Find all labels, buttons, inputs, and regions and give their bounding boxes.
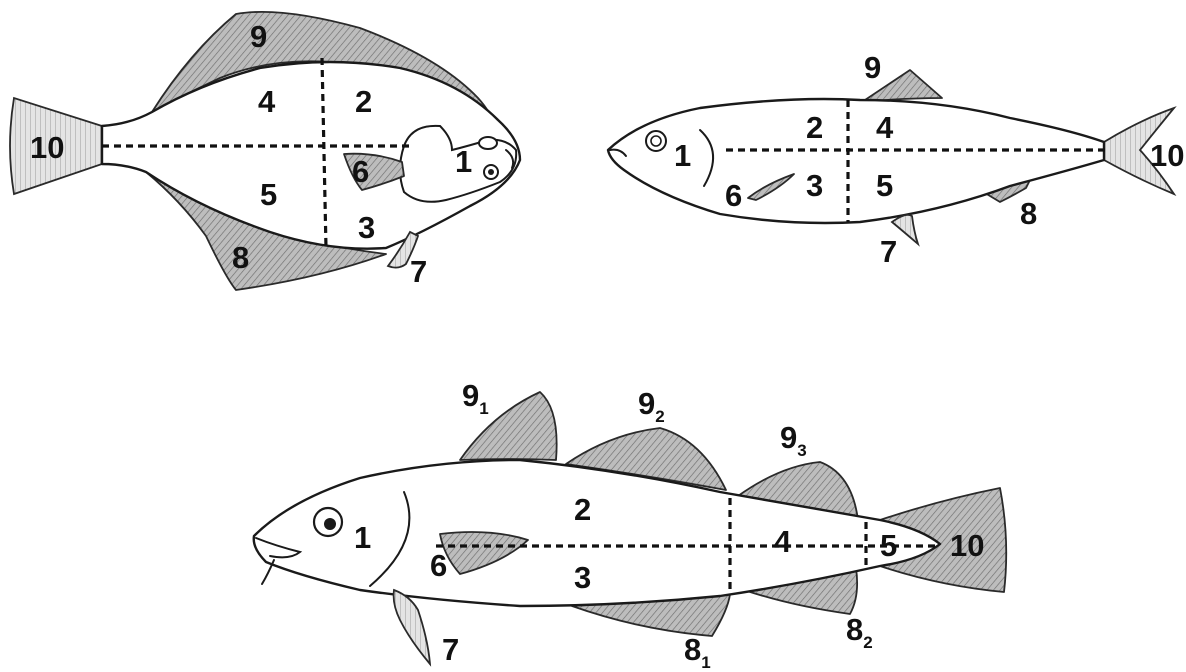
- cod-pupil: [324, 518, 336, 530]
- flatfish-label-dorsal-fin: 9: [250, 19, 267, 54]
- flatfish-label-head: 1: [455, 144, 472, 179]
- cod-label-pectoral-fin: 6: [430, 548, 447, 583]
- cod-label-dorsal-fin-1: 91: [462, 378, 489, 418]
- cod-label-anal-fin-1: 81: [684, 632, 711, 672]
- cod-label-anal-fin-2: 82: [846, 612, 873, 652]
- flatfish-label-lower-back: 5: [260, 177, 277, 212]
- cod-label-upper-front: 2: [574, 492, 591, 527]
- flatfish-eye-upper: [479, 137, 497, 149]
- cod-label-lower-front: 3: [574, 560, 591, 595]
- flatfish-pupil: [488, 169, 494, 175]
- herring-label-tail-fin: 10: [1150, 138, 1184, 173]
- flatfish-label-tail-fin: 10: [30, 130, 64, 165]
- flatfish-label-upper-front: 2: [355, 84, 372, 119]
- herring-label-dorsal-fin: 9: [864, 50, 881, 85]
- cod-label-tail-fin: 10: [950, 528, 984, 563]
- flatfish-label-lower-front: 3: [358, 210, 375, 245]
- cod-label-tail-section: 5: [880, 528, 897, 563]
- flatfish-label-pelvic-fin: 7: [410, 254, 427, 289]
- flatfish-label-pectoral-fin: 6: [352, 154, 369, 189]
- flatfish-label-upper-back: 4: [258, 84, 276, 119]
- herring-label-lower-back: 5: [876, 168, 893, 203]
- cod-label-middle: 4: [774, 524, 792, 559]
- cod: 91 92 93 2 1 4 5 10 6 3 82 7 81: [254, 378, 1007, 672]
- cod-label-pelvic-fin: 7: [442, 632, 459, 667]
- flatfish: 9 4 2 10 1 6 5 3 8 7: [10, 12, 520, 290]
- herring-label-lower-front: 3: [806, 168, 823, 203]
- cod-label-dorsal-fin-3: 93: [780, 420, 807, 460]
- cod-label-dorsal-fin-2: 92: [638, 386, 665, 426]
- cod-pelvic-fin: [394, 590, 430, 664]
- cod-label-head: 1: [354, 520, 371, 555]
- herring-label-anal-fin: 8: [1020, 196, 1037, 231]
- herring-label-pectoral-fin: 6: [725, 178, 742, 213]
- herring-label-upper-back: 4: [876, 110, 894, 145]
- herring-pupil: [651, 136, 661, 146]
- herring-label-head: 1: [674, 138, 691, 173]
- herring: 9 2 4 1 10 3 5 6 8 7: [608, 50, 1184, 269]
- herring-label-pelvic-fin: 7: [880, 234, 897, 269]
- herring-label-upper-front: 2: [806, 110, 823, 145]
- flatfish-label-anal-fin: 8: [232, 240, 249, 275]
